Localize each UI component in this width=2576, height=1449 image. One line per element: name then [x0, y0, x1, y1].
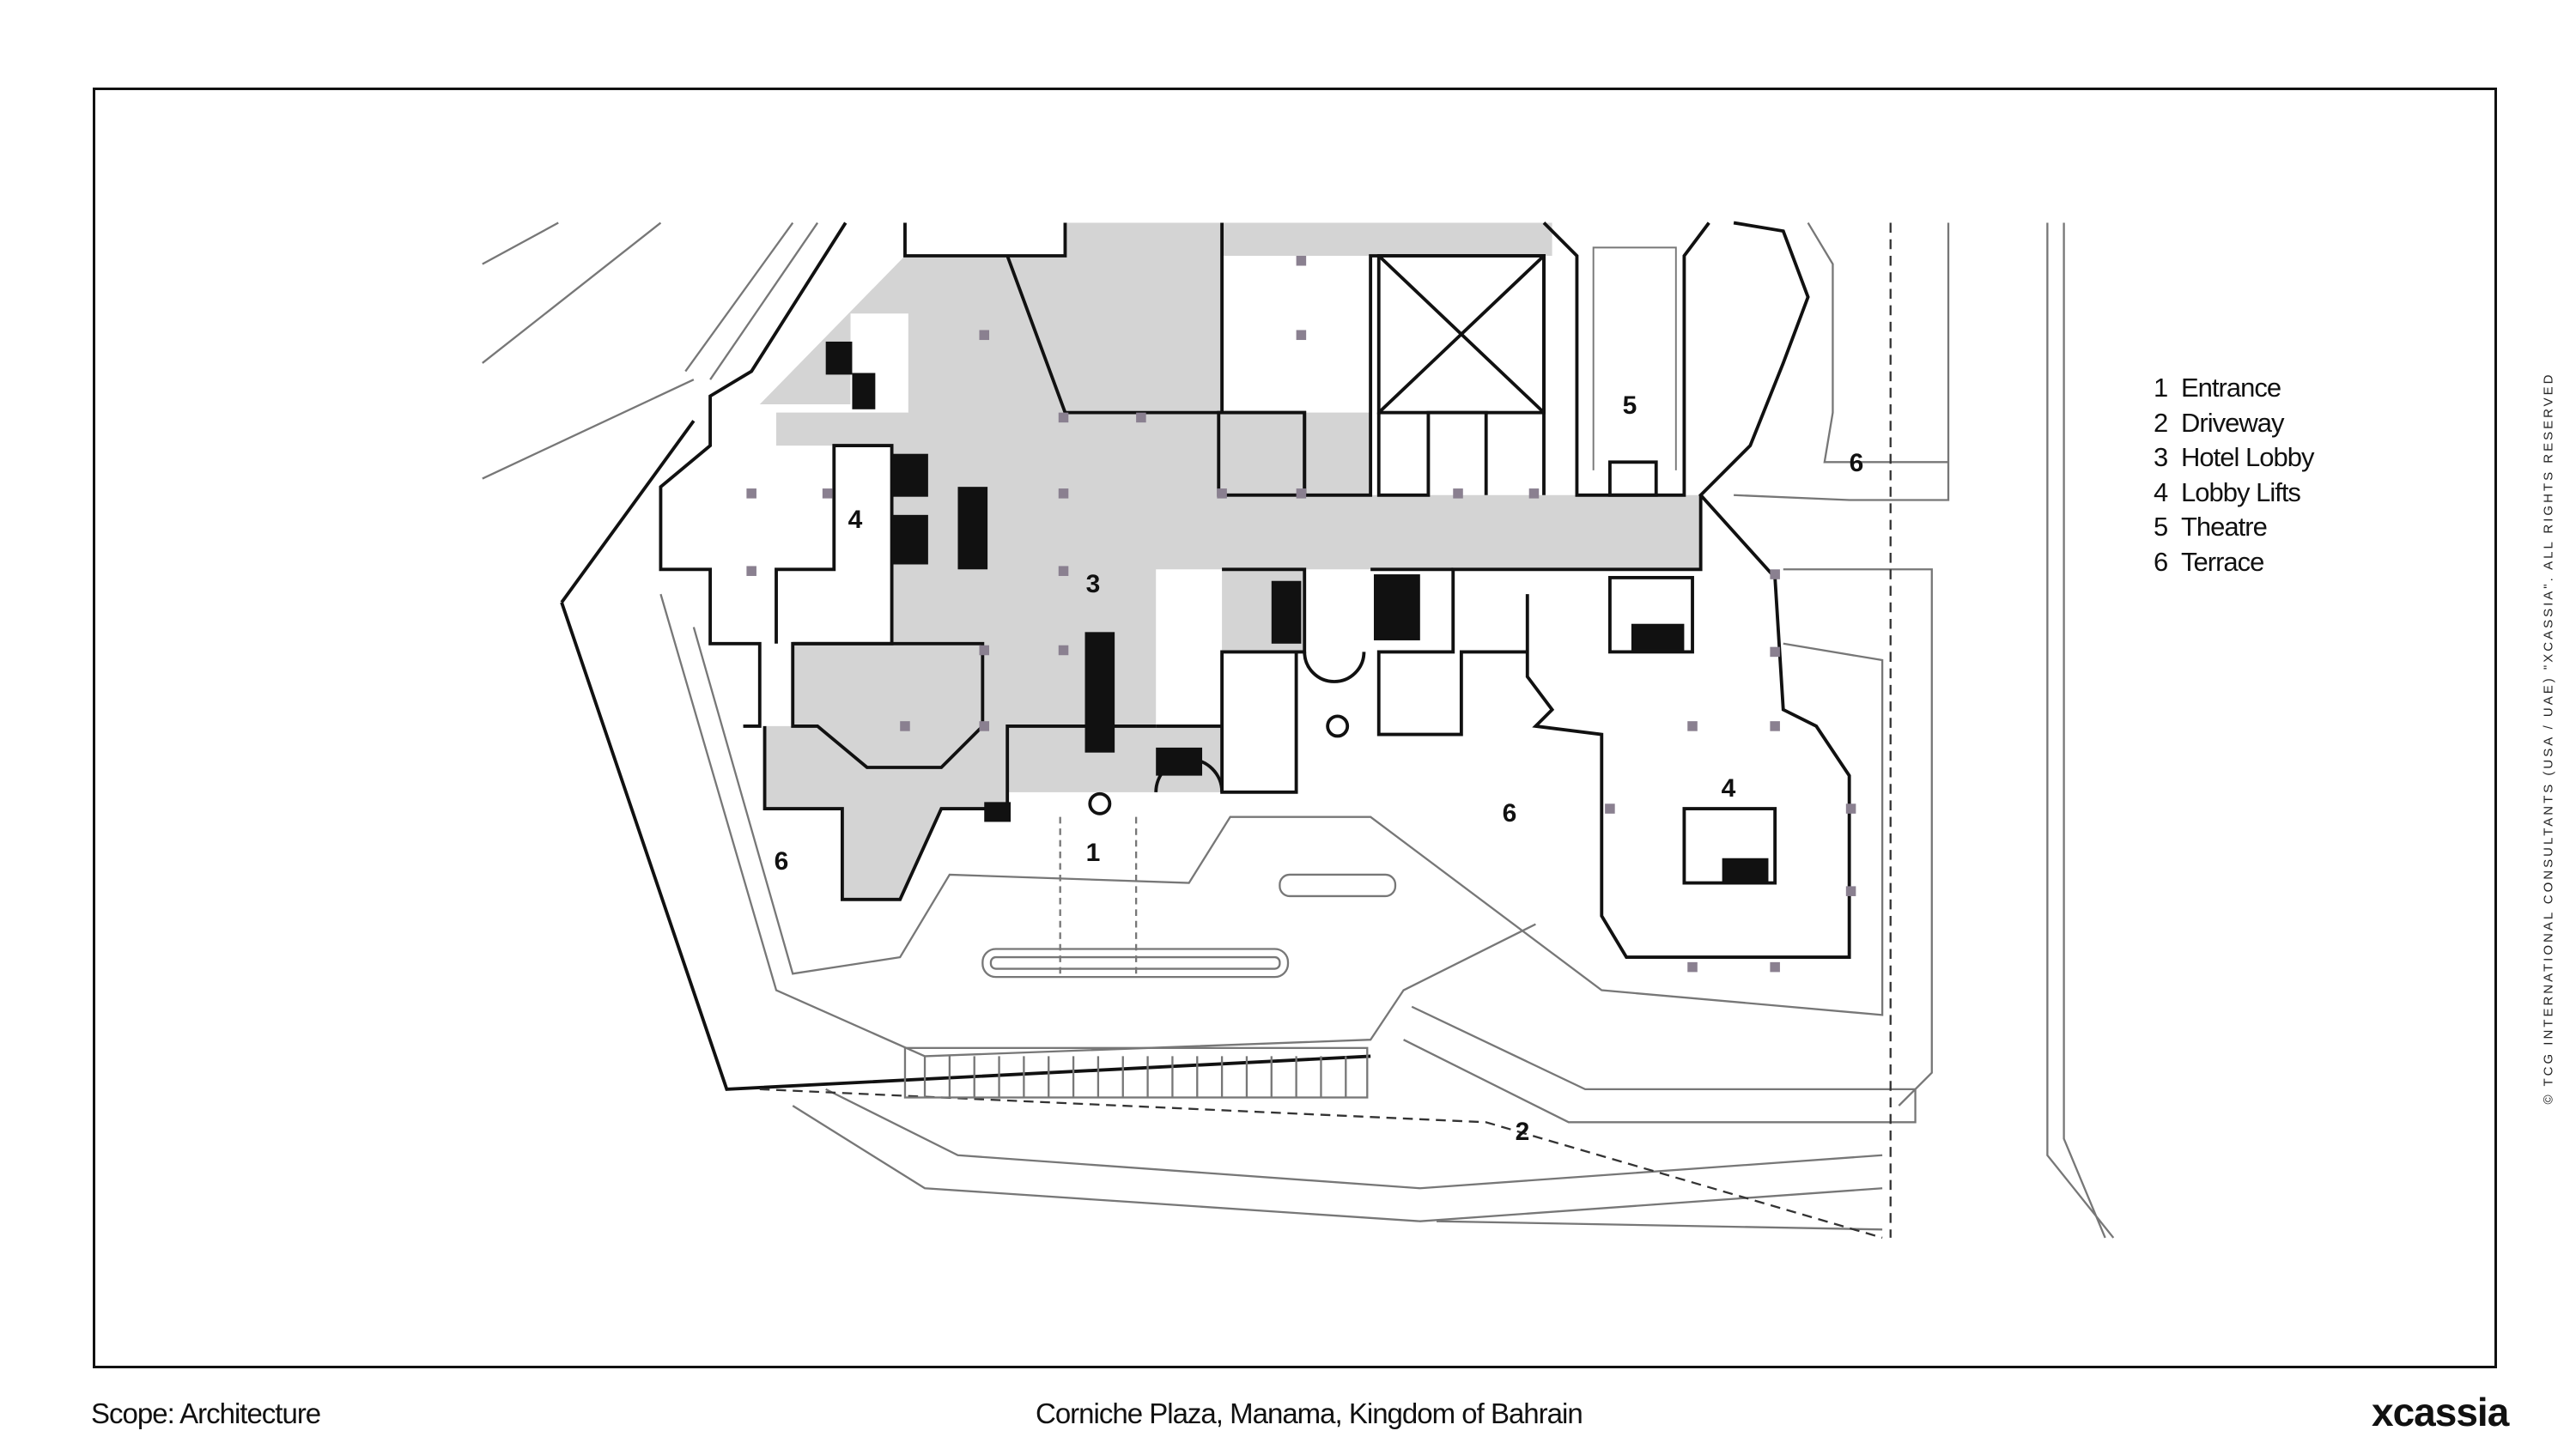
- plan-label-driveway: 2: [1515, 1118, 1530, 1146]
- legend-number: 5: [2154, 512, 2168, 542]
- legend-number: 6: [2154, 546, 2168, 577]
- legend-label: Lobby Lifts: [2181, 476, 2301, 507]
- scope-text: Scope: Architecture: [91, 1397, 321, 1429]
- legend-label: Terrace: [2181, 546, 2264, 577]
- copyright-notice: © TCG INTERNATIONAL CONSULTANTS (USA / U…: [2541, 372, 2556, 1105]
- plan-label-lobby-lifts: 4: [1721, 774, 1736, 803]
- plan-label-terrace: 6: [1502, 799, 1517, 828]
- legend-label: Driveway: [2181, 407, 2284, 438]
- site-lines: [482, 221, 2115, 1240]
- building-outline: [560, 221, 1851, 1091]
- xcassia-logo: xcassia: [2372, 1390, 2509, 1434]
- legend-label: Theatre: [2181, 512, 2268, 542]
- core-blocks: [825, 341, 1769, 883]
- plan-label-terrace: 6: [774, 847, 789, 876]
- legend-item: 6 Terrace: [2154, 545, 2313, 580]
- legend-item: 3 Hotel Lobby: [2154, 440, 2314, 476]
- plan-label-hotel-lobby: 3: [1085, 570, 1101, 598]
- legend-number: 4: [2154, 476, 2168, 507]
- drawing-frame: [93, 88, 2497, 1368]
- plan-label-terrace: 6: [1849, 449, 1864, 477]
- legend: 1 Entrance 2 Driveway 3 Hotel Lobby 4 Lobby …: [2154, 371, 2314, 580]
- legend-item: 5 Theatre: [2154, 510, 2313, 545]
- plan-label-theatre: 5: [1622, 391, 1637, 420]
- legend-item: 1 Entrance: [2154, 371, 2313, 406]
- legend-item: 4 Lobby Lifts: [2154, 476, 2313, 511]
- legend-number: 1: [2154, 373, 2168, 403]
- lobby-area: [759, 222, 1701, 900]
- legend-item: 2 Driveway: [2154, 406, 2313, 441]
- legend-number: 3: [2154, 442, 2168, 472]
- legend-label: Entrance: [2181, 373, 2281, 403]
- legend-label: Hotel Lobby: [2181, 442, 2314, 472]
- column-grid: [746, 255, 1856, 973]
- project-title: Corniche Plaza, Manama, Kingdom of Bahra…: [1036, 1397, 1583, 1429]
- legend-number: 2: [2154, 407, 2168, 438]
- plan-label-entrance: 1: [1085, 839, 1101, 867]
- plan-label-lobby-lifts: 4: [848, 506, 863, 534]
